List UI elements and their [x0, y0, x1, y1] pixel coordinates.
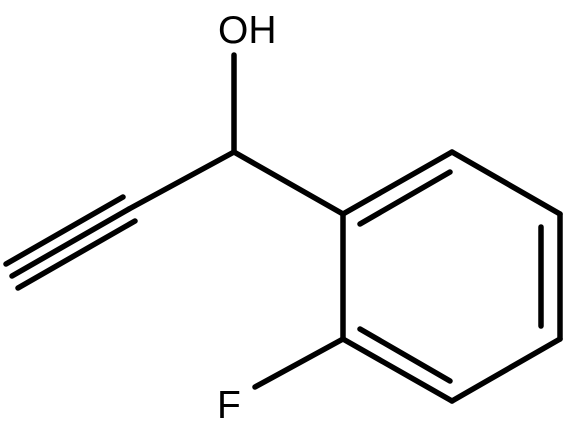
- fluorine-label: F: [217, 384, 241, 427]
- ring-bond-1-inner: [357, 169, 453, 227]
- benzene-ring: [340, 149, 563, 404]
- ring-bond-1: [340, 149, 455, 217]
- triple-bond-line-upper: [3, 194, 126, 267]
- ring-bond-5: [340, 336, 455, 404]
- triple-bond: [3, 194, 138, 291]
- triple-bond-line-middle: [9, 206, 132, 279]
- ring-bond-4: [449, 336, 563, 404]
- bond-ring-to-fluorine: [252, 336, 346, 390]
- ring-bond-2: [449, 149, 563, 217]
- triple-bond-line-lower: [15, 218, 138, 291]
- ring-bond-5-inner: [357, 326, 453, 384]
- hydroxyl-label: OH: [218, 9, 277, 52]
- bond-carbinol-to-ring: [231, 149, 346, 217]
- bond-alkyne-to-carbinol: [126, 149, 237, 212]
